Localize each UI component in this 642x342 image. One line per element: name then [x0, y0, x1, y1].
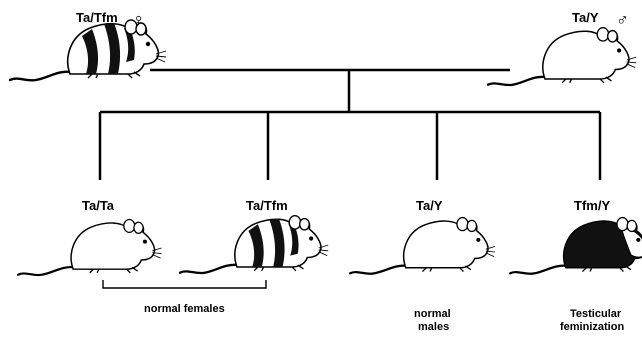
offspring-2-mouse: [180, 216, 328, 273]
normal-males-caption-line2: males: [418, 321, 449, 333]
tfm-caption-line1: Testicular: [570, 308, 622, 320]
offspring-1-genotype: Ta/Ta: [82, 198, 115, 213]
offspring-4-genotype: Tfm/Y: [574, 198, 610, 213]
mother-genotype-label: Ta/Tfm: [76, 10, 118, 25]
parent-cross-line: [100, 70, 600, 112]
female-symbol-icon: ♀: [132, 10, 146, 30]
father-genotype-label: Ta/Y: [572, 10, 599, 25]
offspring-4-mouse: [510, 218, 642, 274]
tfm-caption-line2: feminization: [560, 321, 624, 333]
male-symbol-icon: ♂: [616, 10, 629, 29]
normal-males-caption-line1: normal: [414, 308, 451, 320]
normal-females-caption: normal females: [144, 303, 225, 315]
normal-females-bracket: [103, 280, 266, 288]
offspring-1-mouse: [18, 220, 162, 276]
offspring-3-mouse: [350, 218, 495, 274]
offspring-2-genotype: Ta/Tfm: [246, 198, 288, 213]
offspring-connectors: [100, 112, 600, 180]
offspring-3-genotype: Ta/Y: [416, 198, 443, 213]
father-mouse: [488, 28, 636, 85]
